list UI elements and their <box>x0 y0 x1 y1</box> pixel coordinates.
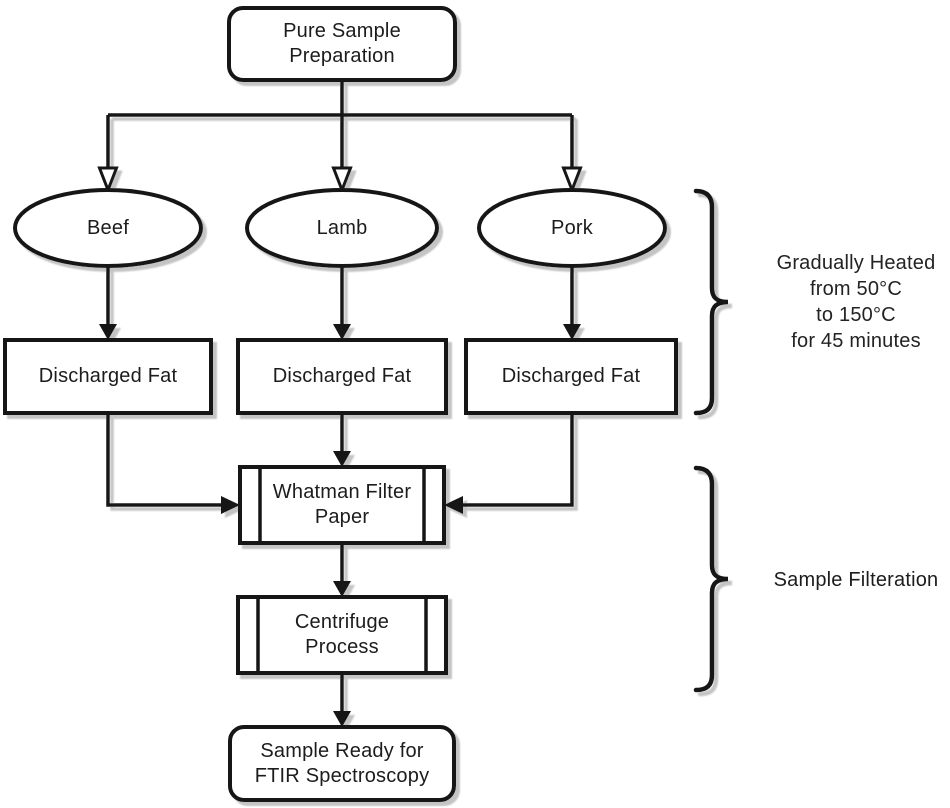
node-discharged-fat-lamb <box>236 338 448 415</box>
arrowhead-hollow-pork <box>561 166 583 195</box>
arrowhead-right-into-whatman <box>444 496 463 514</box>
arrowhead-middle-into-whatman <box>333 451 351 467</box>
node-lamb <box>245 188 439 268</box>
arrowhead-hollow-beef <box>97 166 119 195</box>
edge-fat-pork-to-whatman <box>462 413 574 507</box>
whatman-outline <box>238 465 446 545</box>
annotation-heating-line-3: to 150°C <box>816 304 896 326</box>
brace-heating <box>693 188 729 416</box>
brace-filtration <box>693 465 729 693</box>
arrowhead-hollow-lamb <box>331 166 353 195</box>
centrifuge-outline <box>236 595 448 675</box>
arrowhead-into-final <box>333 711 351 727</box>
node-centrifuge-process <box>236 595 448 675</box>
label-centrifuge-process: Centrifuge Process <box>294 611 390 658</box>
node-beef <box>13 188 203 268</box>
label-sample-ready-ftir: Sample Ready for FTIR Spectroscopy <box>254 739 430 787</box>
label-discharged-fat-beef: Discharged Fat <box>38 365 178 387</box>
annotation-heating: Gradually Heated from 50°C to 150°C for … <box>762 250 950 354</box>
label-beef: Beef <box>87 216 129 239</box>
node-sample-ready-ftir <box>228 725 456 802</box>
annotation-heating-line-4: for 45 minutes <box>791 330 921 352</box>
arrowhead-left-into-whatman <box>221 496 240 514</box>
node-discharged-fat-pork <box>464 338 678 415</box>
annotation-filtration: Sample Filteration <box>773 568 939 591</box>
label-discharged-fat-lamb: Discharged Fat <box>272 365 412 387</box>
edge-fat-beef-to-whatman <box>106 413 222 507</box>
node-pure-sample-preparation <box>227 6 457 82</box>
arrowhead-lamb-to-fat <box>333 324 351 340</box>
label-lamb: Lamb <box>316 216 368 239</box>
annotation-heating-line-1: Gradually Heated <box>776 252 936 274</box>
arrowhead-beef-to-fat <box>99 324 117 340</box>
label-whatman-filter-paper: Whatman Filter Paper <box>272 481 412 528</box>
arrowhead-pork-to-fat <box>563 324 581 340</box>
node-discharged-fat-beef <box>3 338 213 415</box>
annotation-heating-line-2: from 50°C <box>809 278 903 300</box>
label-pork: Pork <box>551 216 593 239</box>
arrowhead-into-centrifuge <box>333 581 351 597</box>
node-pork <box>477 188 667 268</box>
label-pure-sample-preparation: Pure Sample Preparation <box>283 20 401 67</box>
node-whatman-filter-paper <box>238 465 446 545</box>
label-discharged-fat-pork: Discharged Fat <box>501 365 641 387</box>
